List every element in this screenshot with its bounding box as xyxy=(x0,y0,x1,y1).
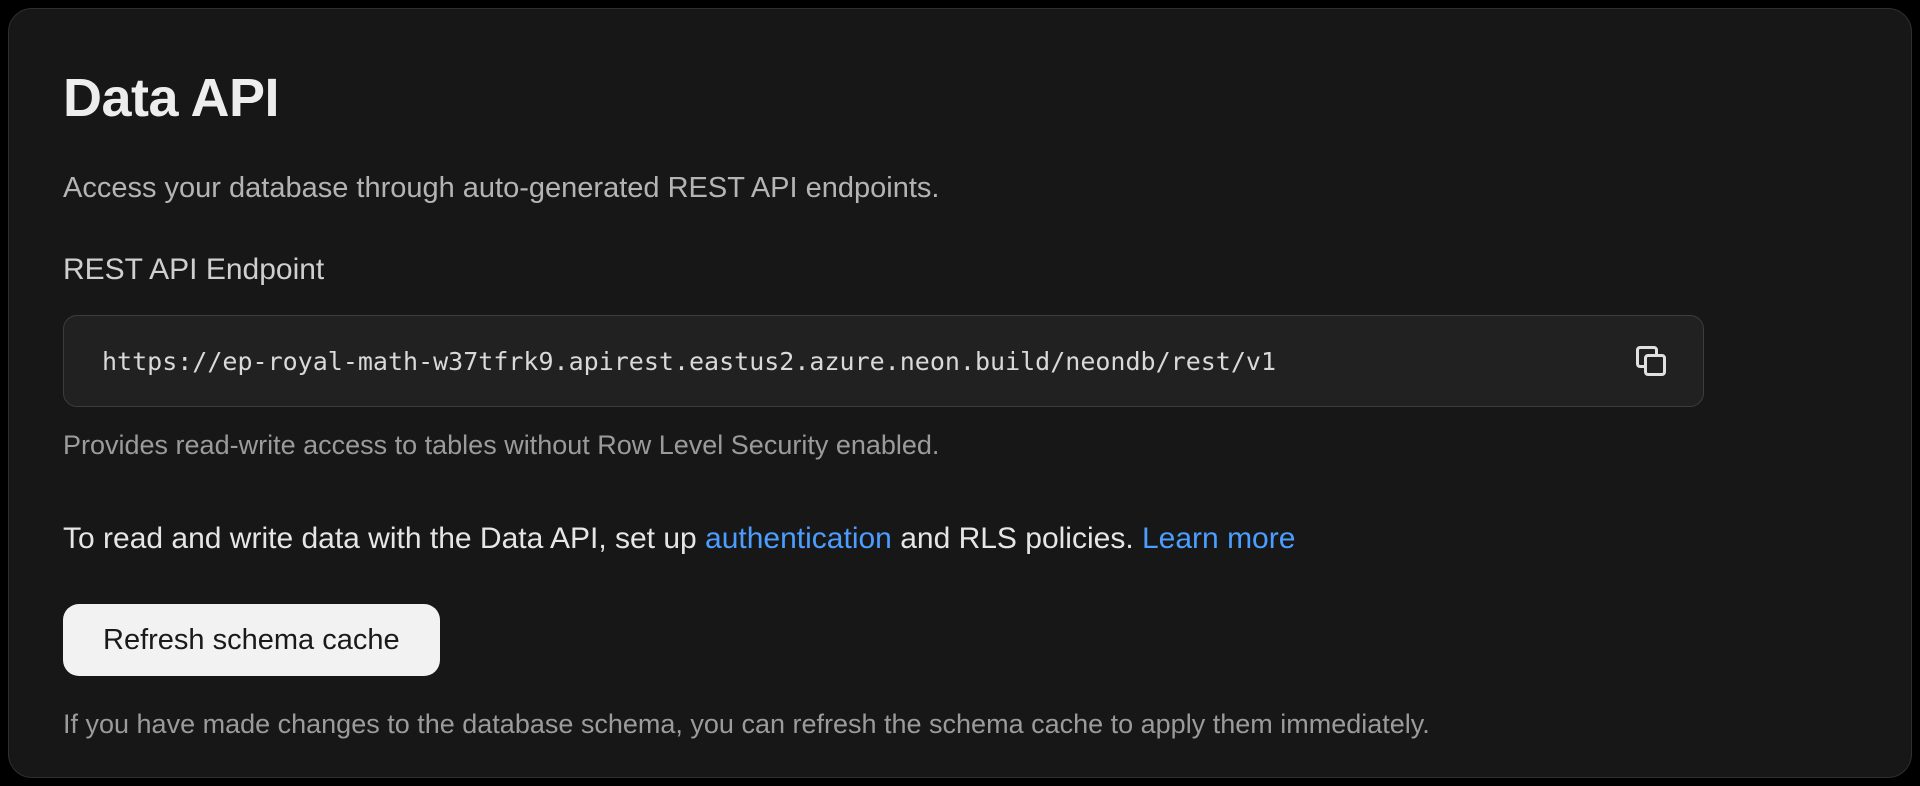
endpoint-url-value: https://ep-royal-math-w37tfrk9.apirest.e… xyxy=(102,346,1276,376)
info-text-middle: and RLS policies. xyxy=(891,522,1142,556)
copy-endpoint-button[interactable] xyxy=(1625,335,1677,387)
learn-more-link[interactable]: Learn more xyxy=(1142,522,1296,556)
copy-icon xyxy=(1634,344,1668,378)
data-api-panel: Data API Access your database through au… xyxy=(8,8,1912,778)
rls-info-text: To read and write data with the Data API… xyxy=(63,519,1857,558)
endpoint-label: REST API Endpoint xyxy=(63,253,325,287)
page-description: Access your database through auto-genera… xyxy=(63,172,940,205)
page-title: Data API xyxy=(63,68,280,128)
authentication-link[interactable]: authentication xyxy=(705,522,892,556)
refresh-schema-cache-button[interactable]: Refresh schema cache xyxy=(63,604,440,677)
endpoint-helper-text: Provides read-write access to tables wit… xyxy=(63,430,940,461)
schema-cache-helper-text: If you have made changes to the database… xyxy=(63,709,1430,740)
endpoint-field[interactable]: https://ep-royal-math-w37tfrk9.apirest.e… xyxy=(63,315,1704,408)
info-text-before: To read and write data with the Data API… xyxy=(63,522,706,556)
